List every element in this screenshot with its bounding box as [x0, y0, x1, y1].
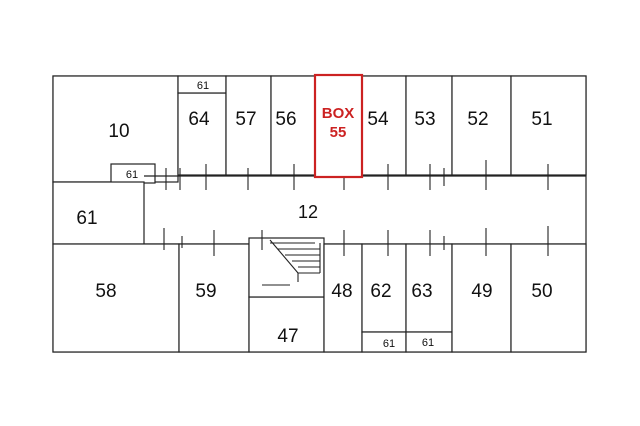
room-54[interactable]: [361, 75, 407, 176]
room-57[interactable]: [225, 75, 272, 176]
highlight-line-1: BOX: [322, 105, 355, 122]
small-label-61-top: 61: [197, 80, 209, 92]
room-61-left[interactable]: [52, 181, 145, 245]
small-label-61-corridor: 61: [126, 169, 138, 181]
room-label-56: 56: [275, 109, 296, 130]
room-label-64: 64: [188, 109, 210, 130]
room-label-54: 54: [367, 109, 389, 130]
room-label-52: 52: [467, 109, 488, 130]
room-label-59: 59: [195, 281, 216, 302]
small-label-61-bottom-b: 61: [422, 337, 434, 349]
room-label-12: 12: [298, 202, 318, 222]
room-label-50: 50: [531, 281, 552, 302]
room-label-63: 63: [411, 281, 432, 302]
highlighted-room-box-55[interactable]: [313, 73, 364, 179]
room-label-57: 57: [235, 109, 256, 130]
room-label-47: 47: [277, 326, 298, 347]
room-64[interactable]: [177, 92, 227, 176]
room-48[interactable]: [323, 243, 363, 353]
room-label-49: 49: [471, 281, 492, 302]
room-52[interactable]: [451, 75, 512, 176]
room-51[interactable]: [510, 75, 587, 176]
room-label-62: 62: [370, 281, 391, 302]
room-label-58: 58: [95, 281, 116, 302]
room-49[interactable]: [451, 243, 512, 353]
room-63[interactable]: [405, 243, 453, 333]
room-label-51: 51: [531, 109, 552, 130]
door-marks: [163, 160, 549, 256]
room-label-10: 10: [108, 121, 129, 142]
room-58[interactable]: [52, 243, 180, 353]
room-53[interactable]: [405, 75, 453, 176]
small-label-61-bottom-a: 61: [383, 338, 395, 350]
highlight-line-2: 55: [330, 124, 347, 141]
stairs-icon: [262, 239, 321, 286]
room-label-53: 53: [414, 109, 435, 130]
room-label-61-left: 61: [76, 208, 97, 229]
room-label-48: 48: [331, 281, 352, 302]
